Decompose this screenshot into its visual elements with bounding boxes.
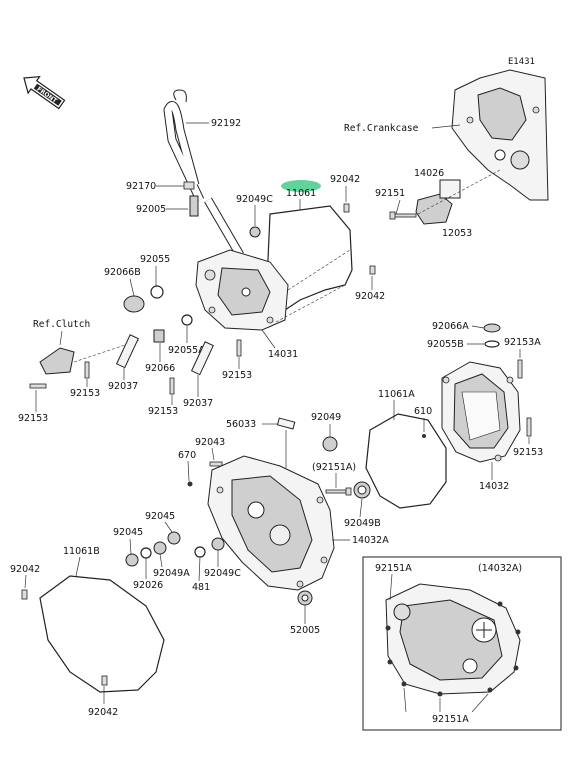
label-92153-a: 92153 <box>222 370 252 381</box>
label-92045-b: 92045 <box>113 527 143 538</box>
label-92049a: 92049A <box>153 568 190 579</box>
ball-670 <box>187 481 193 487</box>
label-92192: 92192 <box>211 118 241 129</box>
label-92066a: 92066A <box>432 321 469 332</box>
bolt-92153-d <box>29 383 47 389</box>
dowel-92042-left <box>21 589 28 600</box>
label-92151: 92151 <box>375 188 405 199</box>
seal-92049a <box>153 541 167 555</box>
bolt-92153-a <box>236 339 242 357</box>
label-92049c-top: 92049C <box>236 194 273 205</box>
bolt-92151a <box>325 487 352 496</box>
label-14032a: 14032A <box>352 535 389 546</box>
cover-14031 <box>195 249 289 331</box>
label-92049: 92049 <box>311 412 341 423</box>
label-92042-left: 92042 <box>10 564 40 575</box>
label-11061b: 11061B <box>63 546 100 557</box>
clamp-92170 <box>183 181 195 190</box>
label-92153-c: 92153 <box>70 388 100 399</box>
dowel-92042-top <box>343 203 350 213</box>
label-92026: 92026 <box>133 580 163 591</box>
label-14032: 14032 <box>479 481 509 492</box>
inset-label-92151a-bottom: 92151A <box>432 714 469 725</box>
label-92045-a: 92045 <box>145 511 175 522</box>
label-12053: 12053 <box>442 228 472 239</box>
label-92049c-bottom: 92049C <box>204 568 241 579</box>
label-56033: 56033 <box>226 419 256 430</box>
plug-92066 <box>153 329 165 343</box>
pin-92037-right <box>190 341 214 376</box>
bolt-92153-c <box>84 361 90 379</box>
label-92042-bottom: 92042 <box>88 707 118 718</box>
label-92066: 92066 <box>145 363 175 374</box>
label-14026: 14026 <box>414 168 444 179</box>
label-92043: 92043 <box>195 437 225 448</box>
label-92055b: 92055B <box>427 339 464 350</box>
label-14031: 14031 <box>268 349 298 360</box>
dowel-92042-right <box>369 265 376 275</box>
ref-clutch-label: Ref.Clutch <box>33 319 90 330</box>
seal-92049c-top <box>249 226 261 238</box>
bolt-92153-b <box>169 377 175 395</box>
label-92005: 92005 <box>136 204 166 215</box>
crankcase-ref-part <box>451 69 549 201</box>
breather-hose-part <box>163 89 244 258</box>
bolt-92153-e <box>526 417 532 437</box>
label-92153-b: 92153 <box>148 406 178 417</box>
ref-crankcase-label: Ref.Crankcase <box>344 123 419 134</box>
plug-92066b <box>123 295 145 313</box>
label-92042-top: 92042 <box>330 174 360 185</box>
cover-14032 <box>441 361 521 463</box>
pump-assembly-part <box>415 179 461 225</box>
highlight-marker <box>281 180 321 192</box>
label-481: 481 <box>192 582 210 593</box>
label-670: 670 <box>178 450 196 461</box>
seal-92049 <box>322 436 338 452</box>
diagram-code: E1431 <box>508 57 535 67</box>
cover-14032a <box>207 455 335 591</box>
plug-92066a <box>483 323 501 333</box>
label-92042-right: 92042 <box>355 291 385 302</box>
label-92151a-paren: (92151A) <box>312 462 356 473</box>
label-92037-right: 92037 <box>183 398 213 409</box>
label-92066b: 92066B <box>104 267 141 278</box>
seal-92049c-bottom <box>211 537 225 551</box>
label-92170: 92170 <box>126 181 156 192</box>
oring-481 <box>194 546 206 558</box>
gasket-11061b <box>39 575 165 693</box>
inset-label-92151a-top: 92151A <box>375 563 412 574</box>
inset-cover-14032a <box>385 583 521 697</box>
oring-92055-top <box>150 285 164 299</box>
label-92055a: 92055A <box>168 345 205 356</box>
oring-92055b <box>484 340 500 348</box>
seal-92045-b <box>125 553 139 567</box>
front-arrow-icon: FRONT <box>23 75 66 110</box>
seal-92045-a <box>167 531 181 545</box>
label-92153-d: 92153 <box>18 413 48 424</box>
pin-92043 <box>209 461 223 467</box>
label-92049b: 92049B <box>344 518 381 529</box>
label-11061: 11061 <box>286 188 316 199</box>
label-610: 610 <box>414 406 432 417</box>
bolt-92151 <box>389 211 417 220</box>
label-52005: 52005 <box>290 625 320 636</box>
label-92153-e: 92153 <box>513 447 543 458</box>
part-610 <box>422 434 426 438</box>
plate-56033 <box>276 417 296 430</box>
label-11061a: 11061A <box>378 389 415 400</box>
bolt-92153a <box>517 359 523 379</box>
gasket-11061a <box>365 413 447 509</box>
clutch-ref-part <box>39 347 75 375</box>
inset-label-14032a: (14032A) <box>478 563 522 574</box>
label-92055-top: 92055 <box>140 254 170 265</box>
dowel-92042-bottom <box>101 675 108 686</box>
oring-92055a <box>181 314 193 326</box>
label-92037-left: 92037 <box>108 381 138 392</box>
fitting-92005 <box>189 195 199 217</box>
pin-92037-left <box>115 334 139 369</box>
washer-92026 <box>140 547 152 559</box>
label-92153a: 92153A <box>504 337 541 348</box>
